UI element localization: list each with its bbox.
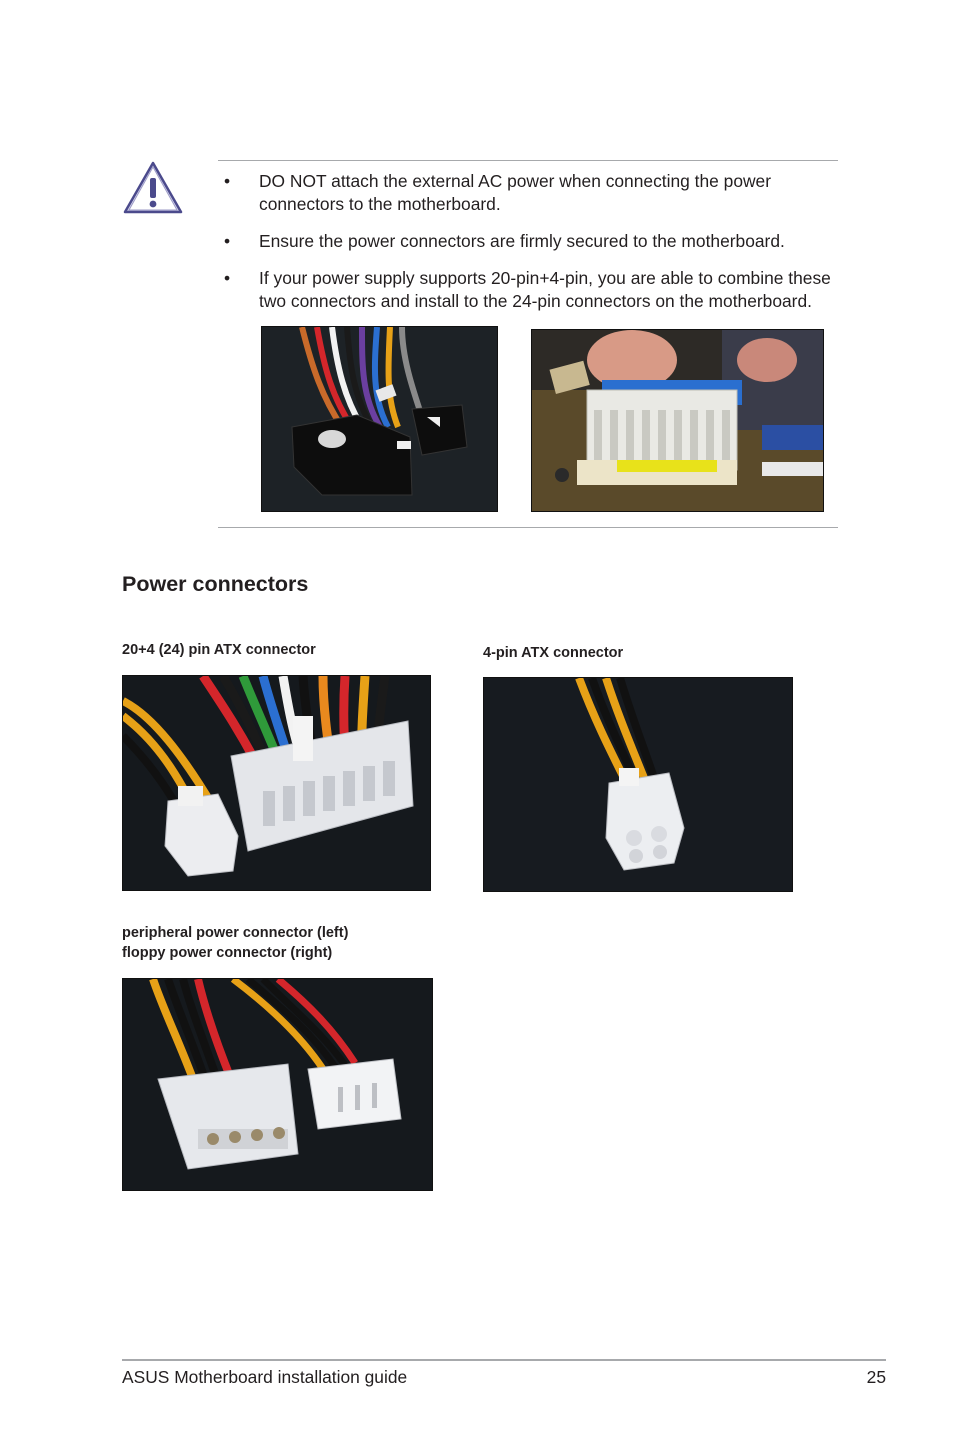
peripheral-caption: peripheral power connector (left) floppy… (122, 923, 348, 963)
notice-bullet: • Ensure the power connectors are firmly… (224, 230, 839, 253)
peripheral-caption-line1: peripheral power connector (left) (122, 925, 349, 941)
motherboard-connector-photo (531, 329, 824, 512)
atx4-caption: 4-pin ATX connector (483, 645, 624, 661)
peripheral-caption-line2: floppy power connector (right) (122, 945, 333, 961)
atx24-caption: 20+4 (24) pin ATX connector (122, 642, 316, 658)
bullet-marker: • (224, 171, 231, 191)
bullet-marker: • (224, 231, 231, 251)
notice-bullet-text: If your power supply supports 20-pin+4-p… (259, 268, 831, 311)
notice-bullet: • DO NOT attach the external AC power wh… (224, 170, 839, 216)
bullet-marker: • (224, 268, 231, 288)
notice-bullet-list: • DO NOT attach the external AC power wh… (224, 170, 839, 327)
atx24-connector-photo (122, 675, 431, 891)
footer-rule (122, 1359, 886, 1361)
notice-bottom-rule (218, 527, 838, 528)
atx4-connector-photo (483, 677, 793, 892)
notice-top-rule (218, 160, 838, 161)
section-title: Power connectors (122, 572, 309, 596)
combined-connector-photo (261, 326, 498, 512)
footer-page-number: 25 (866, 1367, 886, 1387)
peripheral-floppy-connector-photo (122, 978, 433, 1191)
notice-bullet-text: DO NOT attach the external AC power when… (259, 171, 772, 214)
notice-bullet-text: Ensure the power connectors are firmly s… (259, 231, 785, 251)
notice-bullet: • If your power supply supports 20-pin+4… (224, 267, 839, 313)
warning-triangle-icon (122, 160, 184, 216)
footer-guide-title: ASUS Motherboard installation guide (122, 1367, 408, 1387)
